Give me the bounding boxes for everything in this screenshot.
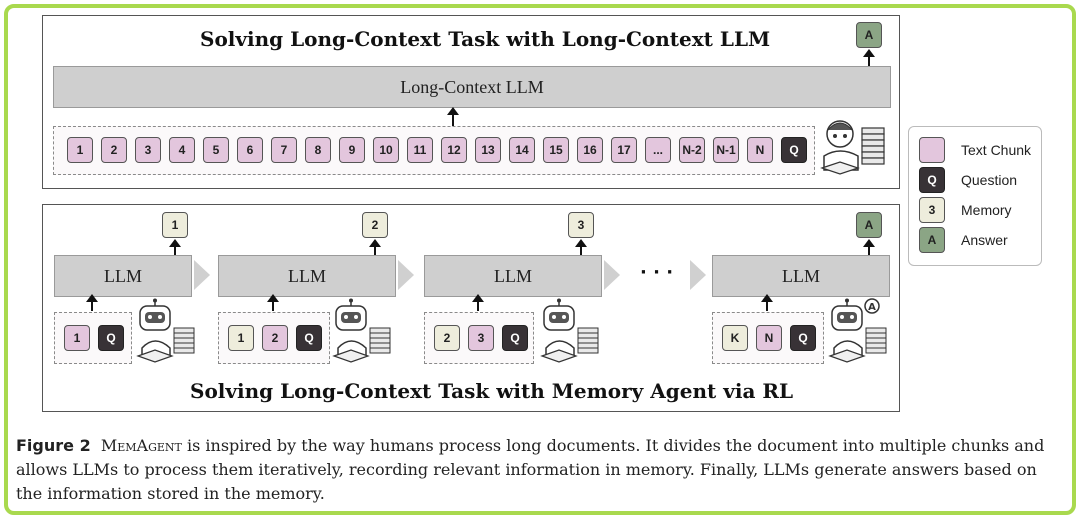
memory-output-chip: 1 [162, 212, 188, 238]
text-chunk: 5 [203, 137, 229, 163]
legend-item-text-chunk: Text Chunk [919, 137, 1031, 163]
top-panel-title: Solving Long-Context Task with Long-Cont… [200, 27, 771, 51]
agent-llm-bar: LLM [218, 255, 396, 297]
question-chip: Q [781, 137, 807, 163]
output-arrow [863, 239, 875, 255]
legend-answer-chip: A [919, 227, 945, 253]
svg-text:A: A [868, 302, 876, 313]
memory-chip: 1 [228, 325, 254, 351]
legend-question-chip: Q [919, 167, 945, 193]
text-chunk: 1 [67, 137, 93, 163]
legend-box: Text Chunk Q Question 3 Memory A Answer [908, 126, 1042, 266]
legend-text-chunk-chip [919, 137, 945, 163]
caption-method-name: MemAgent [100, 436, 182, 455]
legend-text-chunk-label: Text Chunk [961, 142, 1032, 158]
robot-reading-icon [136, 298, 195, 363]
question-chip: Q [296, 325, 322, 351]
legend-item-memory: 3 Memory [919, 197, 1012, 223]
text-chunk: 3 [135, 137, 161, 163]
text-chunk: N-1 [713, 137, 739, 163]
text-chunk: 8 [305, 137, 331, 163]
text-chunk: N-2 [679, 137, 705, 163]
bottom-panel-title: Solving Long-Context Task with Memory Ag… [190, 379, 794, 403]
long-context-llm-bar: Long-Context LLM [53, 66, 891, 108]
legend-answer-label: Answer [961, 232, 1008, 248]
figure-caption: Figure 2 MemAgent is inspired by the way… [16, 434, 1066, 506]
text-chunk: N [756, 325, 782, 351]
input-arrow [761, 294, 773, 311]
top-answer-arrow [863, 49, 875, 66]
reading-person-icon [820, 120, 885, 175]
legend-item-question: Q Question [919, 167, 1017, 193]
memory-agent-panel [42, 204, 900, 412]
output-arrow [575, 239, 587, 255]
text-chunk: 14 [509, 137, 535, 163]
text-chunk: 1 [64, 325, 90, 351]
robot-reading-icon [540, 298, 599, 363]
memory-output-chip: 2 [362, 212, 388, 238]
text-chunk: 3 [468, 325, 494, 351]
output-arrow [369, 239, 381, 255]
top-llm-input-arrow [447, 107, 459, 126]
agent-llm-bar: LLM [54, 255, 192, 297]
question-chip: Q [98, 325, 124, 351]
stage-ellipsis: · · · [640, 262, 674, 283]
text-chunk: 9 [339, 137, 365, 163]
input-arrow [86, 294, 98, 311]
text-chunk: 10 [373, 137, 399, 163]
output-arrow [169, 239, 181, 255]
flow-arrow [604, 260, 620, 290]
legend-item-answer: A Answer [919, 227, 1008, 253]
legend-question-label: Question [961, 172, 1018, 188]
text-chunk: 2 [262, 325, 288, 351]
robot-reading-icon: A [828, 298, 887, 363]
text-chunk: 7 [271, 137, 297, 163]
legend-memory-chip: 3 [919, 197, 945, 223]
memory-chip: 2 [434, 325, 460, 351]
text-chunk: 15 [543, 137, 569, 163]
input-arrow [472, 294, 484, 311]
text-chunk: 17 [611, 137, 637, 163]
text-chunk: 4 [169, 137, 195, 163]
agent-llm-bar: LLM [712, 255, 890, 297]
memory-output-chip: 3 [568, 212, 594, 238]
text-chunk: 12 [441, 137, 467, 163]
input-arrow [267, 294, 279, 311]
caption-figure-label: Figure 2 [16, 436, 91, 455]
text-chunk: 2 [101, 137, 127, 163]
answer-chip: A [856, 212, 882, 238]
flow-arrow [194, 260, 210, 290]
robot-reading-icon [332, 298, 391, 363]
text-chunk: 13 [475, 137, 501, 163]
legend-memory-label: Memory [961, 202, 1012, 218]
text-chunk: 11 [407, 137, 433, 163]
agent-llm-bar: LLM [424, 255, 602, 297]
caption-text: is inspired by the way humans process lo… [16, 436, 1045, 503]
text-chunk: ... [645, 137, 671, 163]
question-chip: Q [790, 325, 816, 351]
text-chunk: 6 [237, 137, 263, 163]
text-chunk: N [747, 137, 773, 163]
flow-arrow [398, 260, 414, 290]
question-chip: Q [502, 325, 528, 351]
memory-chip: K [722, 325, 748, 351]
text-chunk: 16 [577, 137, 603, 163]
flow-arrow [690, 260, 706, 290]
top-answer-chip: A [856, 22, 882, 48]
